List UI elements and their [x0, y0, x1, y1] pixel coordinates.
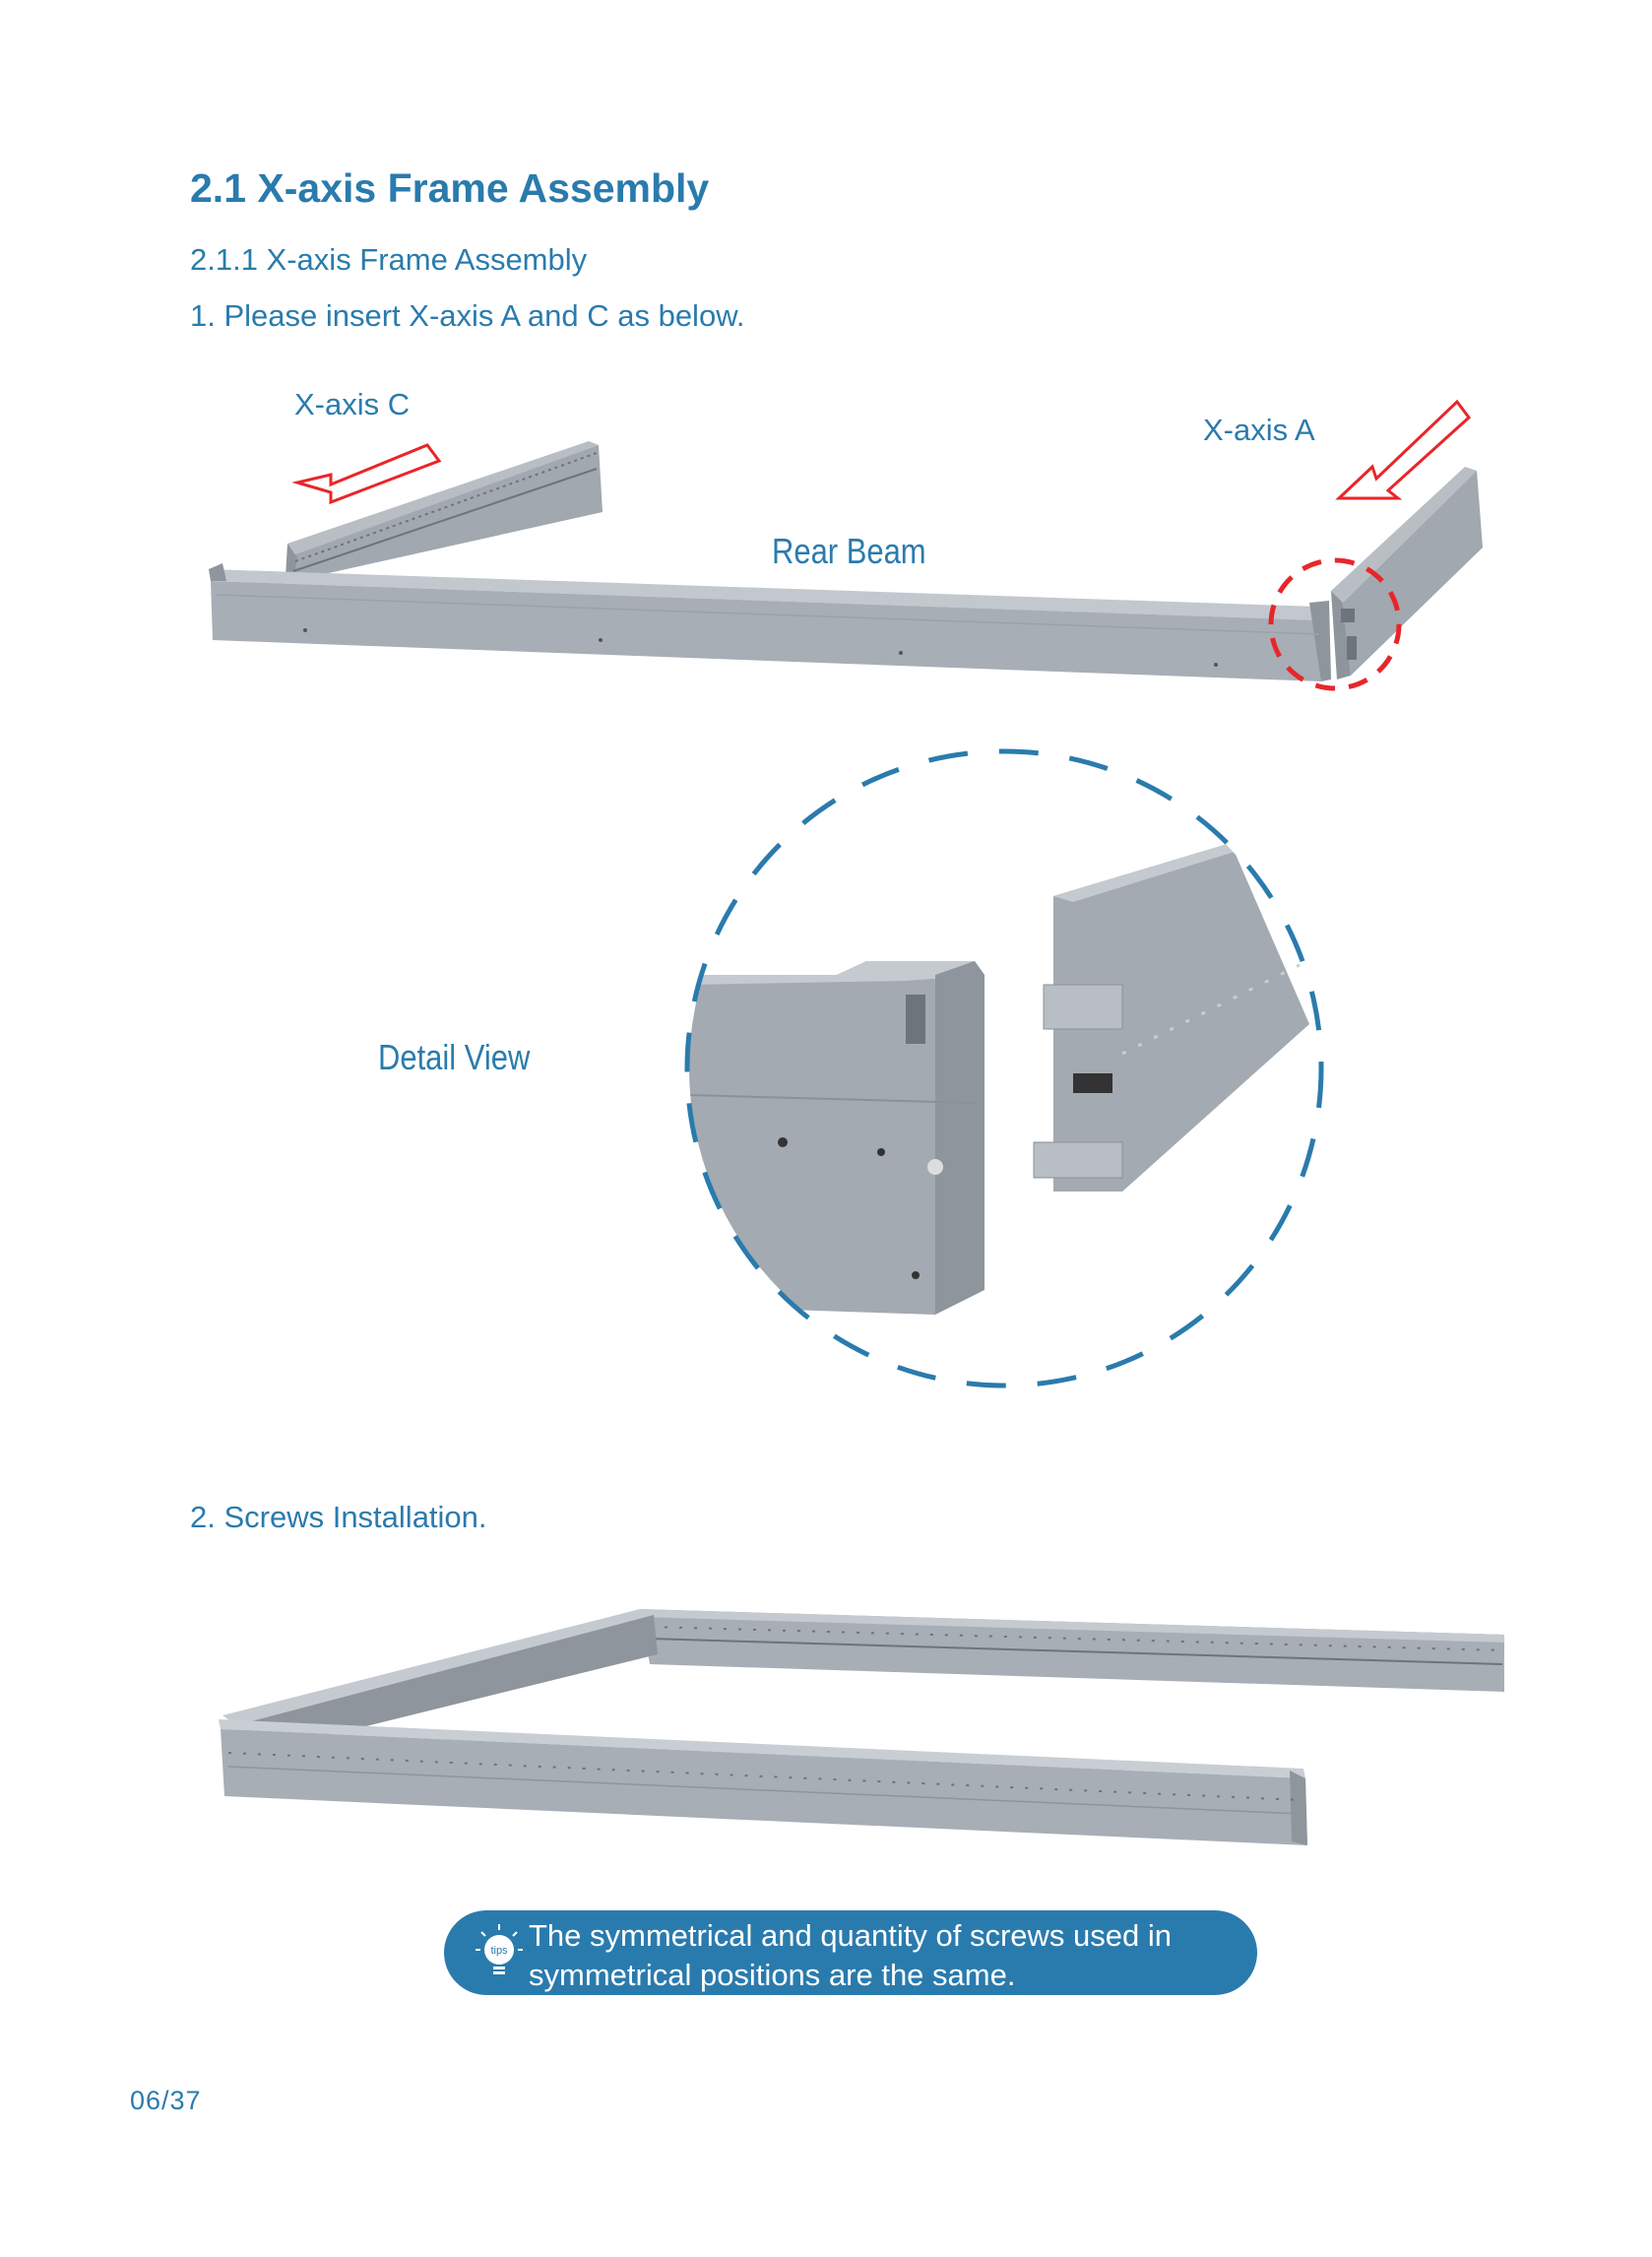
lightbulb-icon: tips	[476, 1924, 523, 1974]
tips-icon-label: tips	[490, 1945, 508, 1957]
figure-rear-beam	[209, 399, 1483, 1388]
detail-view-figure	[684, 748, 1324, 1388]
highlight-circle	[1268, 557, 1402, 691]
page-number: 06/37	[130, 2086, 202, 2115]
step-2-text: 2. Screws Installation.	[190, 1500, 487, 1534]
label-detail-view: Detail View	[378, 1037, 531, 1077]
label-rear-beam: Rear Beam	[772, 531, 926, 571]
x-axis-c-rail	[286, 441, 603, 581]
subsection-title: 2.1.1 X-axis Frame Assembly	[190, 242, 588, 277]
label-x-axis-a: X-axis A	[1203, 413, 1315, 447]
figure-screws-installation	[219, 1609, 1504, 1845]
label-x-axis-c: X-axis C	[294, 387, 411, 421]
section-title: 2.1 X-axis Frame Assembly	[190, 165, 710, 211]
arrow-icon	[291, 399, 1472, 505]
rear-beam	[209, 563, 1331, 681]
tips-text: The symmetrical and quantity of screws u…	[529, 1918, 1172, 1992]
step-1-text: 1. Please insert X-axis A and C as below…	[190, 298, 745, 333]
tips-callout: tips The symmetrical and quantity of scr…	[444, 1910, 1257, 1995]
